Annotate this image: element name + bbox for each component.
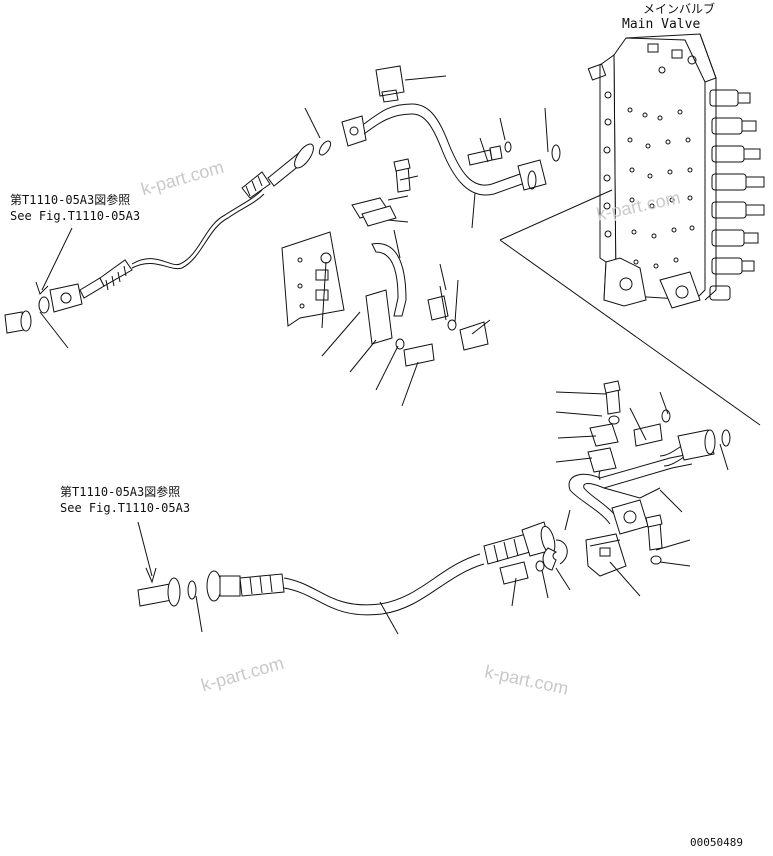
drawing-number: 00050489 [690, 836, 743, 849]
reference-arrows [36, 228, 156, 582]
upper-leader-lines [40, 76, 548, 406]
reference-label-en-upper: See Fig.T1110-05A3 [10, 209, 141, 223]
view-line-a [500, 190, 612, 240]
reference-label-jp-upper: 第T1110-05A3図参照 [10, 193, 131, 207]
reference-label-jp-lower: 第T1110-05A3図参照 [60, 485, 181, 499]
lower-leader-lines [196, 392, 728, 634]
main-valve-block [588, 34, 764, 308]
view-line-b [500, 240, 760, 425]
reference-label-en-lower: See Fig.T1110-05A3 [60, 501, 191, 515]
lower-hose-assembly [138, 381, 730, 615]
upper-hose-assembly [5, 66, 560, 366]
main-valve-label-en: Main Valve [622, 17, 701, 32]
main-valve-label-jp: メインバルブ [643, 2, 716, 16]
